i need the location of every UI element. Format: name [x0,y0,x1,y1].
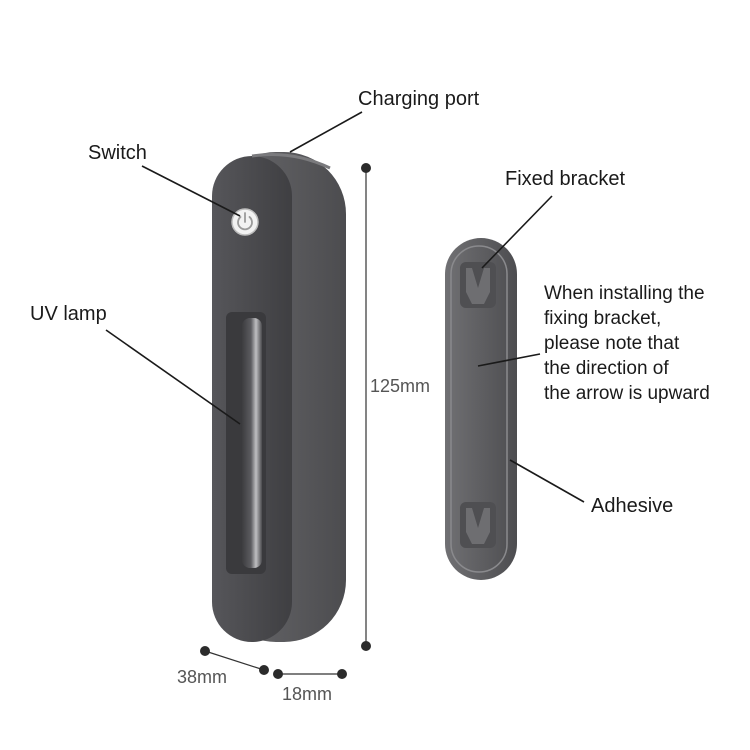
width-dimension-label: 38mm [177,667,228,687]
width-dim-line [204,650,265,671]
note-leader [477,353,541,367]
depth-dim-right-dot [337,669,347,679]
uv-lamp-label: UV lamp [30,303,107,325]
height-dimension-label: 125mm [370,376,431,396]
fixed-bracket [445,238,517,580]
note-line: the direction of [544,358,669,379]
note-line: the arrow is upward [544,383,710,404]
height-dim-top-dot [361,163,371,173]
bracket-shell [445,238,517,580]
installation-note: When installing the fixing bracket, plea… [544,281,710,406]
note-line: fixing bracket, [544,308,662,329]
depth-dimension-label: 18mm [282,684,333,704]
depth-dim-left-dot [273,669,283,679]
note-line: When installing the [544,283,705,304]
note-line: please note that [544,333,680,354]
uv-lamp-tube [242,318,262,568]
adhesive-label: Adhesive [591,495,674,517]
adhesive-leader [509,459,585,503]
fixed-bracket-label: Fixed bracket [505,168,626,190]
fixed-bracket-leader [481,195,553,269]
uv-lamp-leader [105,329,241,425]
switch-label: Switch [88,142,147,164]
switch-leader [141,165,241,217]
device-top-edge [251,153,331,170]
bracket-face [450,245,508,573]
dimension-lines [200,163,371,679]
width-dim-right-dot [259,665,269,675]
width-dim-left-dot [200,646,210,656]
bracket-top-hook [460,262,496,308]
height-dim-bottom-dot [361,641,371,651]
charging-port-label: Charging port [358,88,480,110]
power-icon [231,208,259,236]
leader-lines [105,111,585,503]
bracket-bottom-hook [460,502,496,548]
uv-lamp-device [212,152,346,642]
charging-port-leader [289,111,363,153]
